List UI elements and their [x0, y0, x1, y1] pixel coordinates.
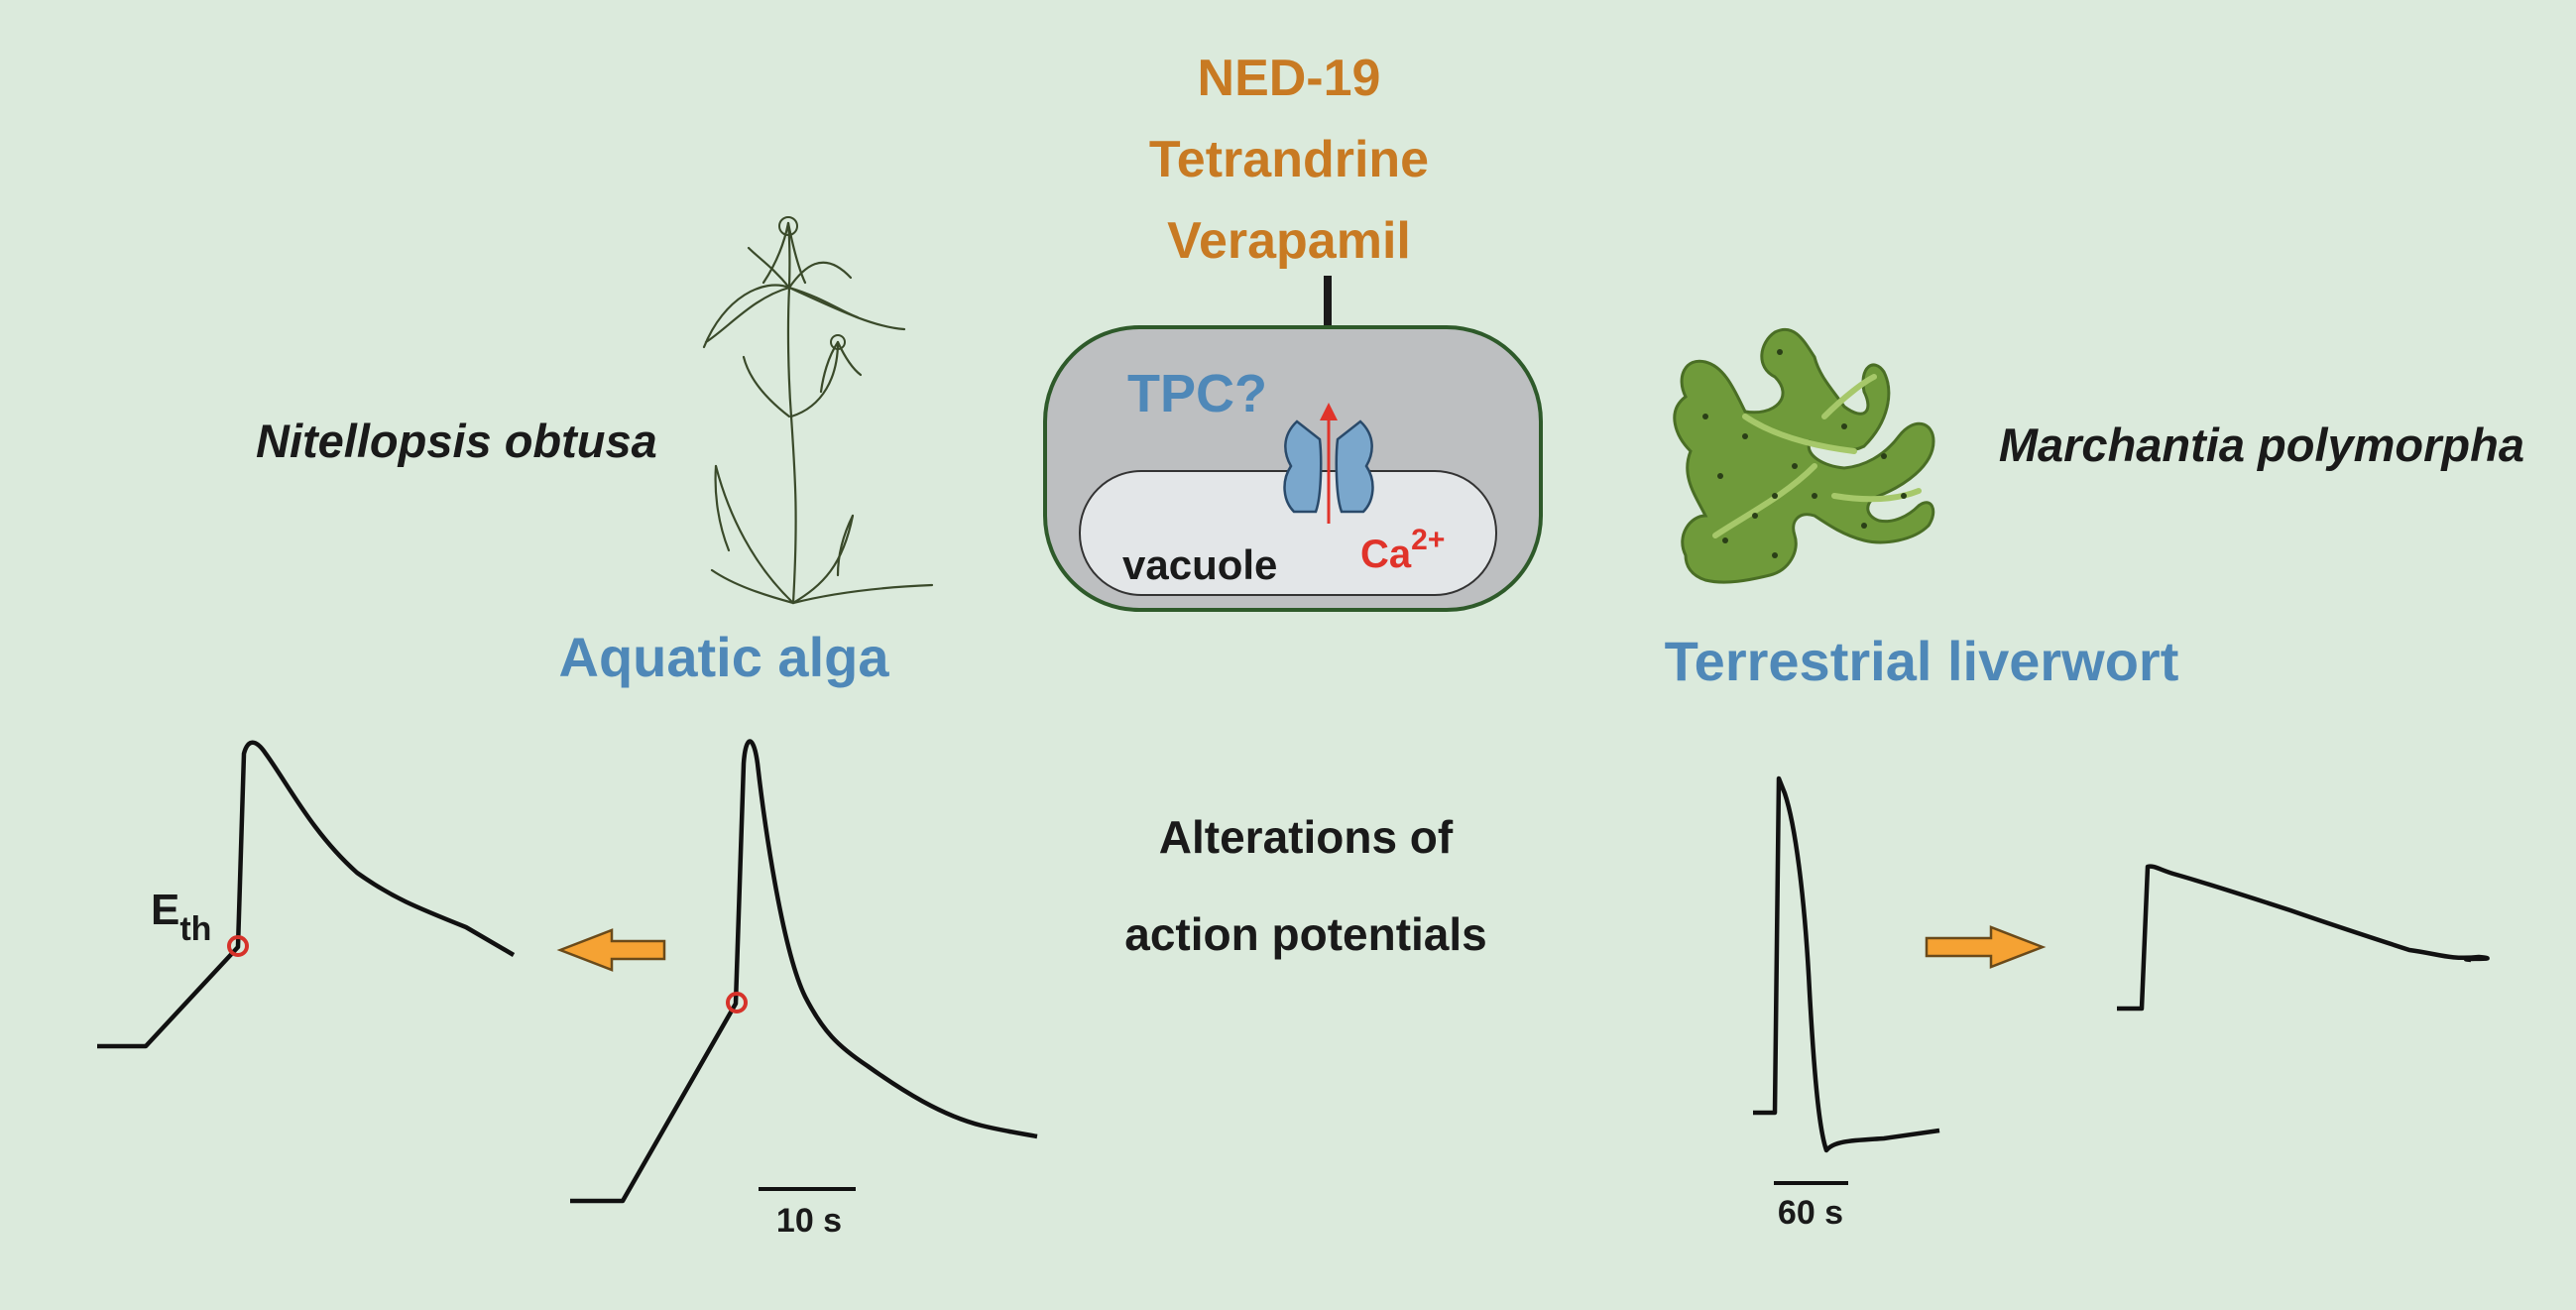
species-left: Nitellopsis obtusa — [256, 415, 657, 467]
left-arrow-icon — [556, 928, 666, 972]
vacuole-label: vacuole — [1122, 541, 1277, 588]
scale-label-left: 10 s — [776, 1202, 842, 1240]
category-right: Terrestrial liverwort — [1665, 630, 2179, 692]
inhibitor-verapamil: Verapamil — [1167, 212, 1411, 270]
scale-label-right: 60 s — [1778, 1194, 1843, 1232]
calcium-label: Ca2+ — [1360, 524, 1445, 576]
scale-bar-left: 10 s — [759, 1187, 856, 1240]
category-left: Aquatic alga — [559, 626, 890, 688]
inhibitor-ned19: NED-19 — [1198, 50, 1381, 107]
threshold-marker-left — [227, 935, 249, 957]
right-arrow-icon — [1925, 925, 2047, 969]
right-modified-ap-trace — [2117, 864, 2490, 1012]
scale-bar-right: 60 s — [1774, 1181, 1848, 1232]
alga-icon — [702, 216, 934, 605]
threshold-label: Eth — [151, 886, 211, 948]
species-right: Marchantia polymorpha — [1999, 418, 2524, 471]
liverwort-icon — [1673, 328, 1935, 584]
threshold-marker-center — [726, 992, 748, 1013]
left-modified-ap-trace: Eth — [97, 740, 516, 1049]
left-control-ap-trace — [570, 739, 1038, 1204]
tpc-label: TPC? — [1127, 364, 1267, 423]
center-text-line1: Alterations of — [1159, 811, 1454, 863]
tpc-channel-icon — [1283, 419, 1374, 514]
inhibitor-tetrandrine: Tetrandrine — [1149, 131, 1429, 188]
center-text-line2: action potentials — [1124, 908, 1486, 960]
cell-diagram: TPC? vacuole Ca2+ — [1043, 325, 1543, 612]
inhibitor-list: NED-19 Tetrandrine Verapamil — [1149, 50, 1429, 270]
right-control-ap-trace — [1753, 775, 1940, 1153]
calcium-flux-arrow — [1320, 403, 1338, 524]
